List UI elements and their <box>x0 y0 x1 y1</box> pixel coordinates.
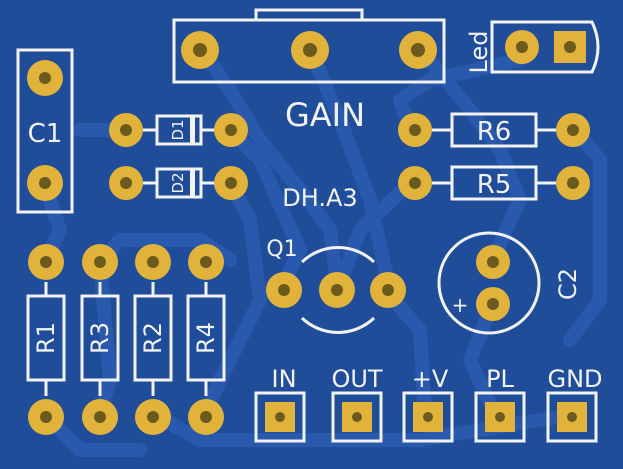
c2-pad-2 <box>476 287 510 321</box>
r2-pad-bottom <box>135 399 171 435</box>
connector-label-in: IN <box>271 365 296 393</box>
d1-pad-2 <box>214 113 248 147</box>
connector-pad-in <box>254 391 306 443</box>
connector-pad-pl <box>474 391 526 443</box>
c1-outline <box>16 48 74 214</box>
led-label: Led <box>465 31 493 74</box>
r3-label: R3 <box>86 322 114 354</box>
c1-label: C1 <box>28 119 63 149</box>
q1-pad-3 <box>370 272 406 308</box>
c2-plus-label: + <box>452 293 469 317</box>
gain-pad-2 <box>291 31 329 69</box>
d2-label: D2 <box>169 172 187 193</box>
q1-pad-2 <box>319 272 355 308</box>
c2-label: C2 <box>554 268 582 300</box>
connector-label-out: OUT <box>331 365 382 393</box>
connector-label-pl: PL <box>486 365 514 393</box>
r4-label: R4 <box>192 322 220 354</box>
d1-label: D1 <box>169 119 187 140</box>
c2-outline <box>437 231 541 335</box>
c1-pad-2 <box>27 165 63 201</box>
led-pad-square <box>554 31 586 63</box>
q1-outline <box>300 246 376 264</box>
c2-pad-1 <box>476 245 510 279</box>
r1-label: R1 <box>32 322 60 354</box>
r6-label: R6 <box>477 117 512 147</box>
r3-pad-bottom <box>82 399 118 435</box>
gain-pad-3 <box>399 31 437 69</box>
r4-pad-top <box>188 244 224 280</box>
silkscreen <box>16 8 600 396</box>
r5-label: R5 <box>477 170 512 200</box>
r1-pad-top <box>28 244 64 280</box>
connector-label-v: +V <box>412 365 449 393</box>
connector-pad-gnd <box>546 391 598 443</box>
gain-label: GAIN <box>285 96 365 134</box>
pads <box>27 30 598 443</box>
q1-label: Q1 <box>266 237 297 262</box>
r5-pad-1 <box>398 166 432 200</box>
d1-pad-1 <box>109 113 143 147</box>
r2-label: R2 <box>139 322 167 354</box>
q1-pad-1 <box>266 272 302 308</box>
r2-pad-top <box>135 244 171 280</box>
r5-pad-2 <box>556 166 590 200</box>
gain-pad-1 <box>181 31 219 69</box>
r6-pad-2 <box>556 113 590 147</box>
d1-band <box>190 116 195 144</box>
c1-pad-1 <box>27 60 63 96</box>
d2-pad-2 <box>214 166 248 200</box>
connector-pad-out <box>331 391 383 443</box>
r4-pad-bottom <box>188 399 224 435</box>
d2-pad-1 <box>109 166 143 200</box>
r3-pad-top <box>82 244 118 280</box>
connector-label-gnd: GND <box>547 365 602 393</box>
traces <box>38 41 607 457</box>
dh-label: DH.A3 <box>282 184 357 212</box>
led-outline <box>490 20 600 74</box>
d2-band <box>190 169 195 197</box>
r6-pad-1 <box>398 113 432 147</box>
r1-pad-bottom <box>28 399 64 435</box>
led-pad-round <box>505 30 539 64</box>
gain-tab <box>254 8 364 22</box>
connector-pad-v <box>402 391 454 443</box>
